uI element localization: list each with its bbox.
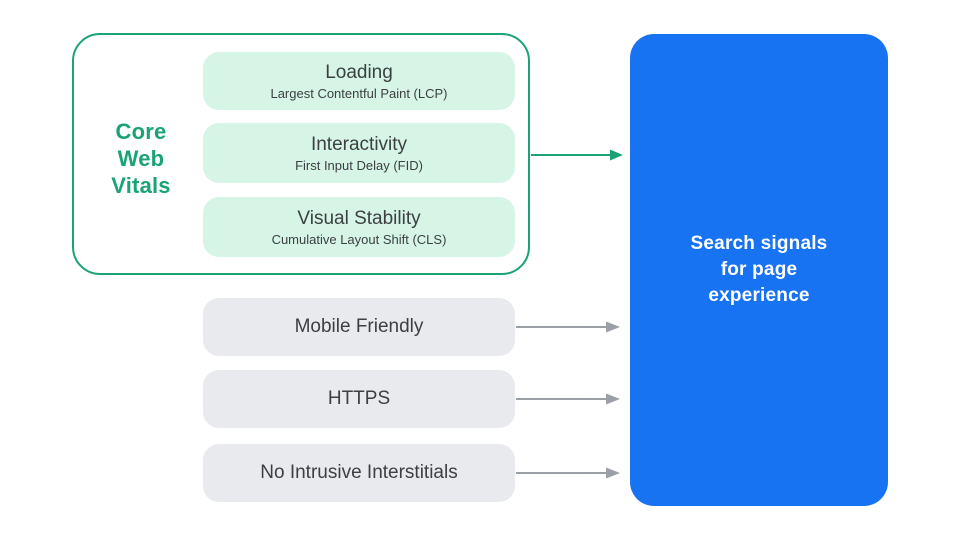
arrow-mobile-friendly bbox=[516, 321, 620, 333]
search-signals-box: Search signals for page experience bbox=[630, 34, 888, 506]
metric-subtitle: Largest Contentful Paint (LCP) bbox=[270, 85, 448, 101]
metric-pill-visual-stability: Visual Stability Cumulative Layout Shift… bbox=[203, 197, 515, 257]
core-web-vitals-label: Core Web Vitals bbox=[111, 119, 171, 198]
signal-pill-https: HTTPS bbox=[203, 370, 515, 428]
signal-label: HTTPS bbox=[327, 388, 391, 409]
signal-label: Mobile Friendly bbox=[294, 316, 424, 337]
metric-title: Interactivity bbox=[310, 133, 408, 155]
metric-pill-loading: Loading Largest Contentful Paint (LCP) bbox=[203, 52, 515, 110]
search-signals-label: Search signals for page experience bbox=[690, 233, 828, 306]
arrow-https bbox=[516, 393, 620, 405]
metric-subtitle: First Input Delay (FID) bbox=[295, 157, 423, 173]
arrow-no-intrusive-interstitials bbox=[516, 467, 620, 479]
arrow-core-web-vitals bbox=[531, 149, 623, 161]
signal-pill-mobile-friendly: Mobile Friendly bbox=[203, 298, 515, 356]
metric-subtitle: Cumulative Layout Shift (CLS) bbox=[271, 231, 447, 247]
signal-pill-no-intrusive-interstitials: No Intrusive Interstitials bbox=[203, 444, 515, 502]
metric-title: Loading bbox=[325, 61, 393, 83]
metric-title: Visual Stability bbox=[297, 207, 421, 229]
metric-pill-interactivity: Interactivity First Input Delay (FID) bbox=[203, 123, 515, 183]
signal-label: No Intrusive Interstitials bbox=[260, 462, 458, 483]
